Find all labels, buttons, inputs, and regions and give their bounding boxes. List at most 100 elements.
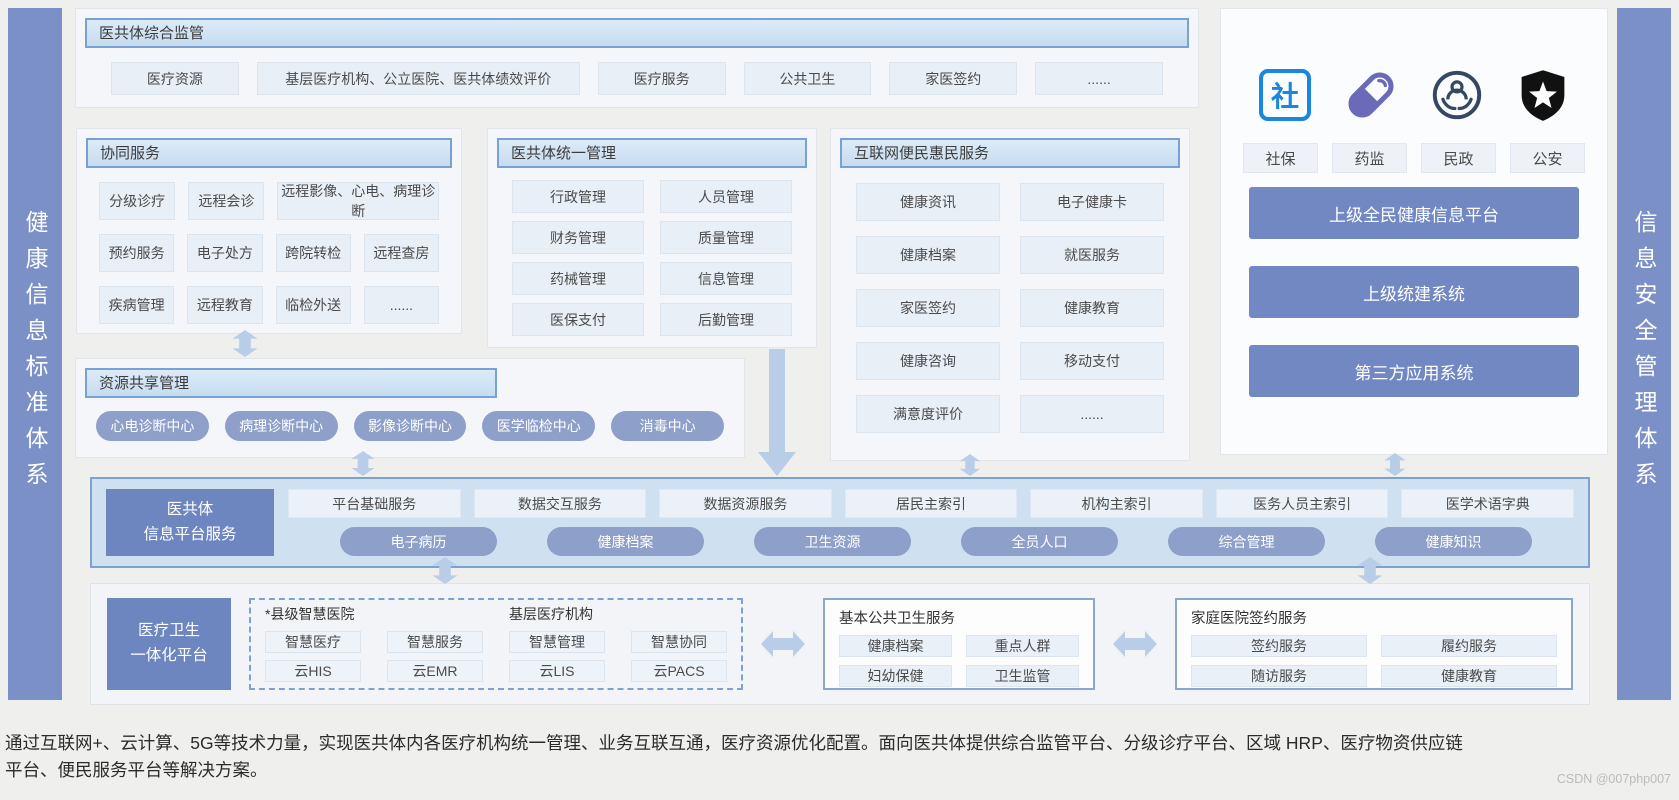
smart-hospital-group-box: *县级智慧医院 基层医疗机构 智慧医疗 智慧服务 智慧管理 智慧协同 云HIS …: [249, 598, 743, 690]
agency-label: 药监: [1332, 143, 1407, 173]
platform-services-band: 医共体 信息平台服务 平台基础服务 数据交互服务 数据资源服务 居民主索引 机构…: [90, 477, 1590, 568]
civil-affairs-icon: [1421, 67, 1493, 123]
integrated-platform-line1: 医疗卫生: [137, 622, 200, 640]
collaboration-item: 电子处方: [187, 234, 263, 272]
platform-service: 医学术语字典: [1401, 489, 1575, 518]
collaboration-item: 远程会诊: [188, 182, 265, 220]
internet-item: 健康教育: [1020, 289, 1164, 327]
platform-databases-row: 电子病历 健康档案 卫生资源 全员人口 综合管理 健康知识: [288, 527, 1574, 556]
supervision-item: 基层医疗机构、公立医院、医共体绩效评价: [256, 62, 580, 95]
public-health-title: 基本公共卫生服务: [839, 611, 955, 627]
left-right-arrow: [761, 598, 805, 690]
family-doctor-grid: 签约服务 履约服务 随访服务 健康教育: [1191, 635, 1557, 687]
agency-labels-row: 社保 药监 民政 公安: [1243, 143, 1585, 173]
collaboration-item: 远程教育: [187, 286, 263, 324]
collaboration-item: 分级诊疗: [99, 182, 176, 220]
police-shield-icon: [1507, 67, 1579, 123]
section-title-internet-services: 互联网便民惠民服务: [840, 138, 1180, 168]
collaboration-row: 分级诊疗 远程会诊 远程影像、心电、病理诊断: [99, 182, 439, 220]
cloud-item: 云HIS: [265, 660, 361, 682]
collaboration-row: 疾病管理 远程教育 临检外送 ......: [99, 286, 439, 324]
sharing-center-pill: 病理诊断中心: [224, 411, 338, 441]
internet-services-grid: 健康资讯 电子健康卡 健康档案 就医服务 家医签约 健康教育 健康咨询 移动支付…: [856, 183, 1164, 433]
platform-service: 医务人员主索引: [1215, 489, 1389, 518]
section-collaboration: 协同服务 分级诊疗 远程会诊 远程影像、心电、病理诊断 预约服务 电子处方 跨院…: [76, 128, 462, 334]
internet-item: 满意度评价: [856, 395, 1000, 433]
public-health-item: 妇幼保健: [839, 665, 952, 687]
sharing-centers-row: 心电诊断中心 病理诊断中心 影像诊断中心 医学临检中心 消毒中心: [96, 411, 724, 441]
platform-service: 机构主索引: [1030, 489, 1203, 518]
supervision-items-row: 医疗资源 基层医疗机构、公立医院、医共体绩效评价 医疗服务 公共卫生 家医签约 …: [111, 62, 1163, 95]
upper-health-platform-box: 上级全民健康信息平台: [1249, 187, 1579, 239]
up-down-arrow: [350, 451, 376, 481]
supervision-item: 医疗服务: [597, 62, 726, 95]
sharing-center-pill: 医学临检中心: [482, 411, 596, 441]
security-system-label: 信息安全管理体系: [1631, 210, 1657, 498]
platform-service: 数据资源服务: [659, 489, 832, 518]
public-health-grid: 健康档案 重点人群 妇幼保健 卫生监管: [839, 635, 1079, 687]
collaboration-row: 预约服务 电子处方 跨院转检 远程查房: [99, 234, 439, 272]
platform-service: 居民主索引: [844, 489, 1018, 518]
platform-name-line2: 信息平台服务: [143, 525, 237, 543]
supervision-item: 家医签约: [889, 62, 1018, 95]
integrated-platform-name-box: 医疗卫生 一体化平台: [107, 598, 231, 690]
platform-database-pill: 卫生资源: [754, 527, 911, 556]
smart-item: 智慧协同: [631, 631, 727, 653]
unified-item: 财务管理: [512, 221, 644, 254]
family-doctor-title: 家庭医院签约服务: [1191, 611, 1307, 627]
section-internet-services: 互联网便民惠民服务 健康资讯 电子健康卡 健康档案 就医服务 家医签约 健康教育…: [830, 128, 1190, 461]
supervision-item: ......: [1035, 62, 1163, 95]
smart-item: 智慧管理: [509, 631, 605, 653]
internet-item: 健康咨询: [856, 342, 1000, 380]
unified-item: 行政管理: [512, 180, 644, 213]
agency-icons-row: 社: [1249, 67, 1579, 123]
platform-band-content: 平台基础服务 数据交互服务 数据资源服务 居民主索引 机构主索引 医务人员主索引…: [288, 489, 1575, 556]
platform-database-pill: 电子病历: [340, 527, 497, 556]
public-health-item: 重点人群: [966, 635, 1079, 657]
collaboration-item: ......: [363, 286, 439, 324]
unified-item: 药械管理: [512, 262, 644, 295]
collaboration-item: 预约服务: [99, 234, 175, 272]
section-title-collaboration: 协同服务: [86, 138, 452, 168]
section-unified-management: 医共体统一管理 行政管理 人员管理 财务管理 质量管理 药械管理 信息管理 医保…: [487, 128, 817, 348]
left-right-arrow: [1113, 598, 1157, 690]
unified-item: 后勤管理: [660, 303, 792, 336]
unified-item: 质量管理: [660, 221, 792, 254]
platform-services-row: 平台基础服务 数据交互服务 数据资源服务 居民主索引 机构主索引 医务人员主索引…: [288, 489, 1575, 518]
integrated-platform-band: 医疗卫生 一体化平台 *县级智慧医院 基层医疗机构 智慧医疗 智慧服务 智慧管理…: [90, 583, 1590, 705]
internet-item: 电子健康卡: [1020, 183, 1164, 221]
section-title-resource-sharing: 资源共享管理: [85, 368, 497, 398]
unified-item: 医保支付: [512, 303, 644, 336]
section-resource-sharing: 资源共享管理 心电诊断中心 病理诊断中心 影像诊断中心 医学临检中心 消毒中心: [75, 358, 745, 458]
family-doctor-item: 健康教育: [1381, 665, 1557, 687]
down-arrow: [758, 349, 796, 481]
cloud-item: 云LIS: [509, 660, 605, 682]
supervision-item: 公共卫生: [743, 62, 872, 95]
standards-system-label: 健康信息标准体系: [22, 210, 48, 498]
supervision-item: 医疗资源: [111, 62, 239, 95]
up-down-arrow: [432, 557, 458, 589]
platform-database-pill: 健康档案: [547, 527, 704, 556]
unified-item: 人员管理: [660, 180, 792, 213]
unified-item: 信息管理: [660, 262, 792, 295]
unified-management-grid: 行政管理 人员管理 财务管理 质量管理 药械管理 信息管理 医保支付 后勤管理: [512, 180, 792, 336]
platform-name-line1: 医共体: [166, 500, 214, 518]
agency-label: 公安: [1510, 143, 1585, 173]
capsule-icon: [1335, 67, 1407, 123]
internet-item: ......: [1020, 395, 1164, 433]
platform-database-pill: 健康知识: [1375, 527, 1532, 556]
upper-unified-system-box: 上级统建系统: [1249, 266, 1579, 318]
collaboration-item: 远程影像、心电、病理诊断: [277, 182, 439, 220]
cloud-item: 云EMR: [387, 660, 483, 682]
platform-database-pill: 综合管理: [1168, 527, 1325, 556]
external-systems-panel: 社: [1220, 8, 1608, 455]
solution-description: 通过互联网+、云计算、5G等技术力量，实现医共体内各医疗机构统一管理、业务互联互…: [5, 733, 1463, 781]
section-title-unified-management: 医共体统一管理: [497, 138, 807, 168]
up-down-arrow: [1382, 453, 1408, 481]
up-down-arrow: [957, 454, 983, 481]
smart-hospital-label: *县级智慧医院: [265, 606, 355, 622]
internet-item: 健康档案: [856, 236, 1000, 274]
public-health-services-box: 基本公共卫生服务 健康档案 重点人群 妇幼保健 卫生监管: [823, 598, 1095, 690]
collaboration-item: 疾病管理: [99, 286, 175, 324]
public-health-item: 健康档案: [839, 635, 952, 657]
